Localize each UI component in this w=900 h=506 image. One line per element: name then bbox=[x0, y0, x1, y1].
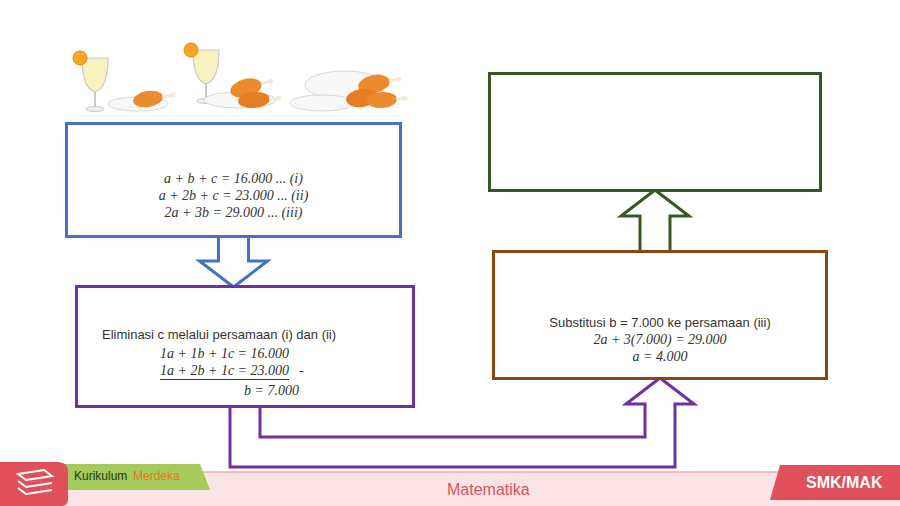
drumstick bbox=[345, 72, 408, 109]
drumstick bbox=[132, 89, 176, 110]
minus-sign: - bbox=[299, 362, 304, 379]
equation: 2a + 3b = 29.000 ... (iii) bbox=[165, 204, 303, 221]
curriculum-label: Kurikulum bbox=[74, 469, 127, 483]
curriculum-tab bbox=[60, 464, 210, 490]
subtraction-row: 1a + 2b + 1c = 23.000- bbox=[78, 362, 412, 380]
equation: a + b + c = 16.000 ... (i) bbox=[164, 170, 303, 187]
level-label: SMK/MAK bbox=[806, 474, 882, 492]
equation: 2a + 3(7.000) = 29.000 bbox=[593, 331, 726, 348]
equation: 1a + 1b + 1c = 16.000 bbox=[78, 345, 412, 362]
book-icon bbox=[18, 470, 52, 494]
subject-label: Matematika bbox=[447, 481, 530, 499]
logo-badge bbox=[0, 462, 68, 506]
step-heading: Substitusi b = 7.000 ke persamaan (iii) bbox=[549, 314, 770, 331]
block-arrow bbox=[621, 190, 689, 253]
substitution-box: Substitusi b = 7.000 ke persamaan (iii)2… bbox=[492, 250, 828, 380]
drink-glass bbox=[73, 51, 108, 112]
drumstick bbox=[228, 75, 281, 109]
equation: a + 2b + c = 23.000 ... (ii) bbox=[159, 187, 309, 204]
result-box bbox=[488, 72, 822, 192]
curriculum-label: Merdeka bbox=[133, 469, 180, 483]
equation: 1a + 2b + 1c = 23.000 bbox=[160, 362, 289, 380]
equation: a = 4.000 bbox=[633, 348, 688, 365]
result: b = 7.000 bbox=[78, 382, 412, 399]
elimination-box: Eliminasi c melalui persamaan (i) dan (i… bbox=[75, 285, 415, 408]
step-heading: Eliminasi c melalui persamaan (i) dan (i… bbox=[78, 326, 412, 343]
level-tab bbox=[770, 465, 900, 500]
block-arrow bbox=[200, 235, 268, 287]
system-box: a + b + c = 16.000 ... (i)a + 2b + c = 2… bbox=[65, 122, 402, 238]
